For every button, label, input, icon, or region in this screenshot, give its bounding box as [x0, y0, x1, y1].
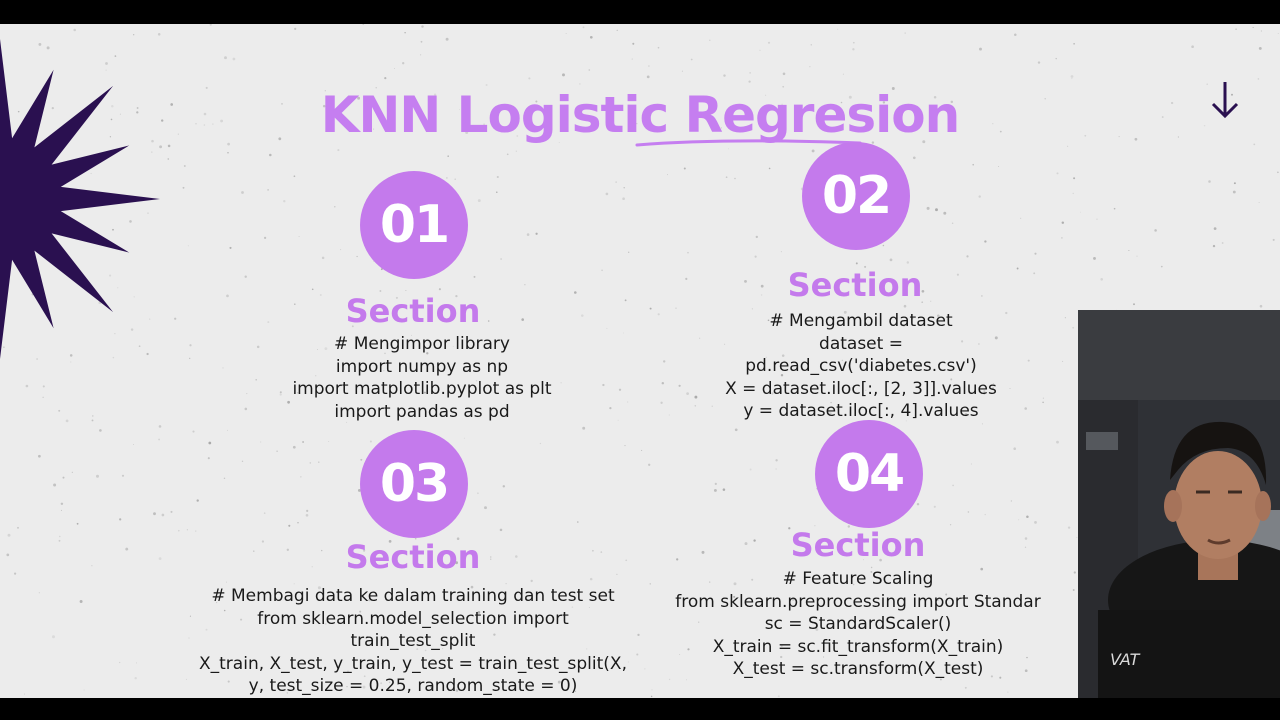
starburst-icon: [0, 39, 160, 359]
webcam-overlay: VAT: [1078, 310, 1280, 698]
code-line: sc = StandardScaler(): [764, 614, 952, 634]
section-heading: Section: [345, 292, 481, 330]
title-underline: [635, 139, 862, 147]
section-heading: Section: [787, 266, 923, 304]
code-line: X = dataset.iloc[:, [2, 3]].values: [725, 378, 997, 399]
code-line: # Membagi data ke dalam training dan tes…: [211, 586, 615, 606]
code-line: import numpy as np: [335, 356, 509, 377]
letterbox-bottom: [0, 698, 1280, 720]
code-line: import pandas as pd: [334, 401, 510, 422]
code-line: X_train = sc.fit_transform(X_train): [712, 636, 1004, 657]
arrow-down-icon[interactable]: [1205, 76, 1245, 126]
code-line: # Mengimpor library: [334, 334, 510, 354]
section-code-block: # Mengambil dataset dataset = pd.read_cs…: [680, 310, 1042, 423]
shirt-print-text: VAT: [1110, 650, 1141, 669]
code-line: # Feature Scaling: [782, 569, 934, 589]
code-line: pd.read_csv('diabetes.csv'): [745, 356, 977, 376]
code-line: y = dataset.iloc[:, 4].values: [743, 401, 979, 421]
code-line: train_test_split: [350, 631, 476, 651]
section-heading: Section: [345, 538, 481, 576]
presenter-video: VAT: [1078, 310, 1280, 698]
code-line: y, test_size = 0.25, random_state = 0): [248, 676, 578, 696]
letterbox-top: [0, 0, 1280, 24]
code-line: X_test = sc.transform(X_test): [732, 659, 984, 679]
section-number-badge: 04: [815, 420, 923, 528]
code-line: # Mengambil dataset: [769, 311, 953, 331]
code-line: dataset =: [819, 333, 903, 354]
section-number-badge: 01: [360, 171, 468, 279]
code-line: import matplotlib.pyplot as plt: [292, 379, 552, 399]
page-title: KNN Logistic Regresion: [320, 86, 960, 144]
code-line: from sklearn.model_selection import: [257, 608, 569, 629]
section-code-block: # Membagi data ke dalam training dan tes…: [163, 585, 663, 698]
section-number-badge: 02: [802, 142, 910, 250]
section-code-block: # Feature Scaling from sklearn.preproces…: [668, 568, 1048, 681]
code-line: X_train, X_test, y_train, y_test = train…: [199, 653, 627, 674]
section-code-block: # Mengimpor library import numpy as np i…: [222, 333, 622, 423]
presentation-slide: KNN Logistic Regresion 01 Section # Meng…: [0, 24, 1280, 698]
code-line: from sklearn.preprocessing import Standa…: [675, 591, 1041, 612]
section-number-badge: 03: [360, 430, 468, 538]
section-heading: Section: [790, 526, 926, 564]
